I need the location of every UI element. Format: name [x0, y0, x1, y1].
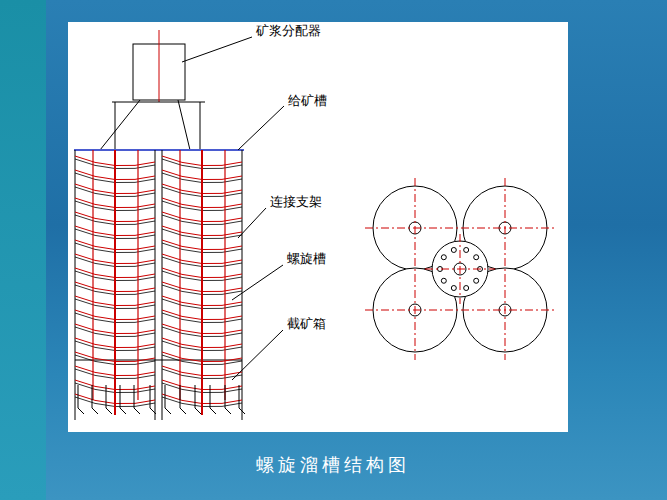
collector-box-leg [106, 385, 112, 414]
collector-box-leg [239, 385, 245, 414]
bolt-hole [474, 278, 479, 283]
bolt-hole [474, 255, 479, 260]
collector-box-leg [210, 385, 216, 414]
bolt-hole [441, 255, 446, 260]
collector-box-leg [225, 385, 231, 414]
background-strip [0, 0, 46, 500]
part-label: 截矿箱 [287, 316, 326, 332]
part-label: 连接支架 [270, 194, 322, 210]
collector-box-leg [92, 385, 98, 414]
collector-box-leg [165, 385, 171, 414]
bolt-hole [464, 286, 469, 291]
bolt-hole [451, 286, 456, 291]
collector-box-leg [180, 385, 186, 414]
collector-box-leg [120, 385, 126, 414]
collector-box-leg [134, 385, 140, 414]
collector-box-leg [195, 385, 201, 414]
bolt-hole [451, 247, 456, 252]
collector-box-leg [150, 385, 156, 414]
part-label: 给矿槽 [288, 93, 327, 109]
caption: 螺旋溜槽结构图 [256, 453, 410, 477]
part-label: 矿浆分配器 [256, 23, 321, 39]
bolt-hole [441, 278, 446, 283]
collector-box-leg [78, 385, 84, 414]
bolt-hole [464, 247, 469, 252]
part-label: 螺旋槽 [287, 251, 326, 267]
